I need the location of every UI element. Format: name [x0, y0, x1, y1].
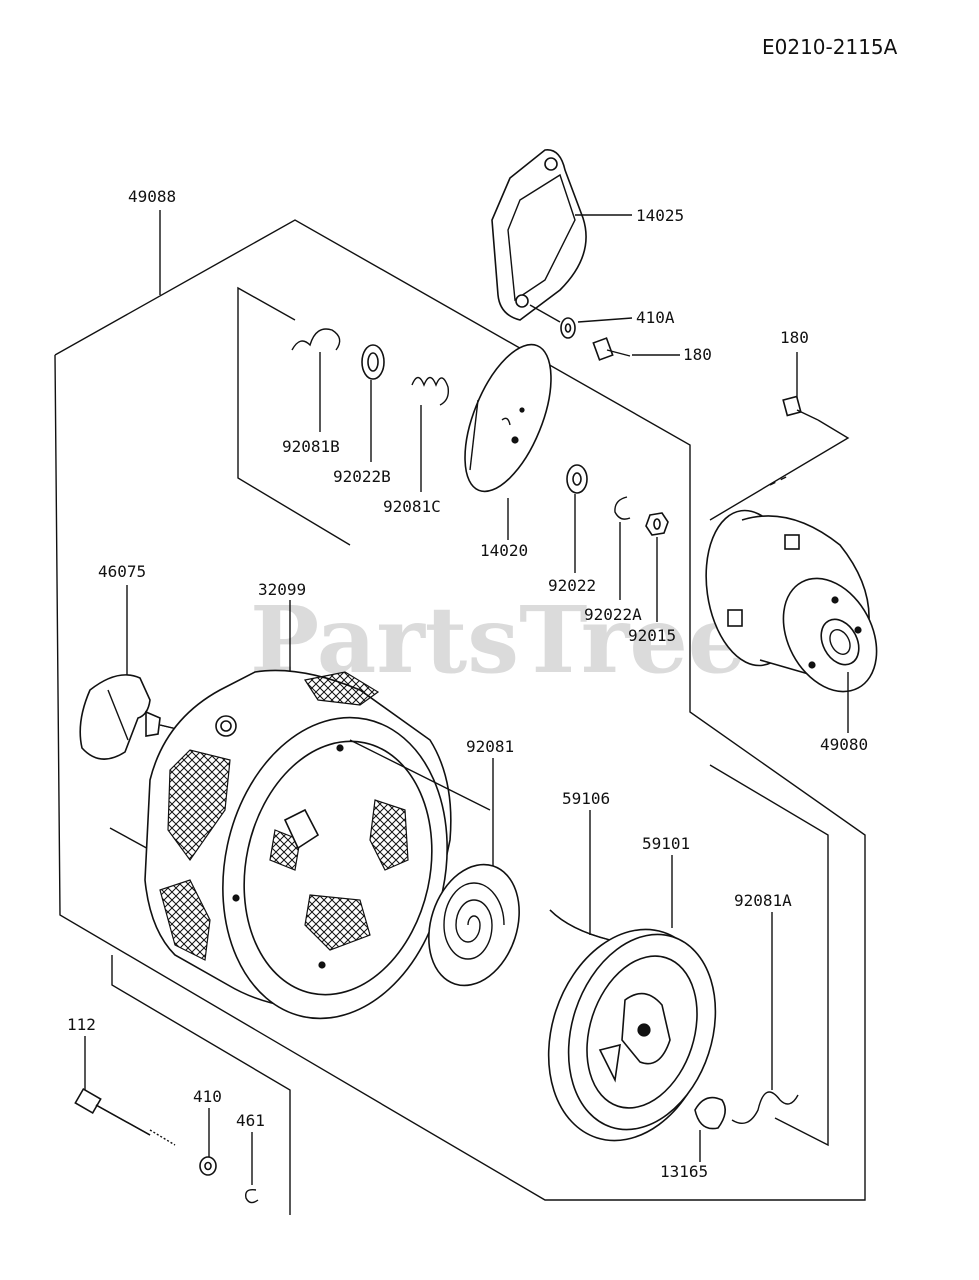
- spring-clip-92081A: [731, 912, 799, 1124]
- starter-housing-32099: [144, 600, 491, 1020]
- bolt-180-center: [592, 337, 680, 361]
- label-92081C: 92081C: [383, 497, 441, 516]
- label-410: 410: [193, 1087, 222, 1106]
- clip-461: [245, 1132, 259, 1204]
- label-92022A: 92022A: [584, 605, 642, 624]
- nut-92015: [645, 512, 669, 622]
- label-410A: 410A: [636, 308, 675, 327]
- recoil-spring-92081: [428, 758, 520, 987]
- starter-handle-46075: [79, 585, 216, 760]
- label-46075: 46075: [98, 562, 146, 581]
- label-92081A: 92081A: [734, 891, 792, 910]
- label-92015: 92015: [628, 626, 676, 645]
- label-92081B: 92081B: [282, 437, 340, 456]
- washer-410: [199, 1108, 217, 1176]
- diagram-code: E0210-2115A: [762, 35, 898, 59]
- bolt-180-right: [709, 352, 850, 521]
- gasket-plate-14025: [491, 149, 632, 323]
- assembly-bracket-49088: [54, 210, 866, 1201]
- washer-92022: [566, 464, 588, 573]
- part-labels: 49088 14025 410A 180 180 92081B 92022B 9…: [67, 187, 868, 1181]
- label-112: 112: [67, 1015, 96, 1034]
- washer-410A: [560, 317, 633, 339]
- label-32099: 32099: [258, 580, 306, 599]
- label-59106: 59106: [562, 789, 610, 808]
- label-180-right: 180: [780, 328, 809, 347]
- label-49088: 49088: [128, 187, 176, 206]
- label-59101: 59101: [642, 834, 690, 853]
- label-14025: 14025: [636, 206, 684, 225]
- label-49080: 49080: [820, 735, 868, 754]
- washer-92022B: [361, 344, 385, 462]
- label-92022B: 92022B: [333, 467, 391, 486]
- starter-reel-59101: [547, 855, 717, 1142]
- ratchet-plate-14020: [464, 343, 552, 540]
- spring-clip-92081B: [291, 328, 341, 432]
- label-461: 461: [236, 1111, 265, 1130]
- label-180-center: 180: [683, 345, 712, 364]
- clip-92022A: [614, 496, 631, 600]
- label-13165: 13165: [660, 1162, 708, 1181]
- starter-rope-59106: [549, 810, 646, 943]
- label-92081: 92081: [466, 737, 514, 756]
- pawl-13165: [694, 1096, 726, 1162]
- bolt-112: [74, 1036, 176, 1146]
- pulley-cup-49080: [705, 509, 878, 733]
- spring-92081C: [411, 376, 450, 492]
- label-14020: 14020: [480, 541, 528, 560]
- label-92022: 92022: [548, 576, 596, 595]
